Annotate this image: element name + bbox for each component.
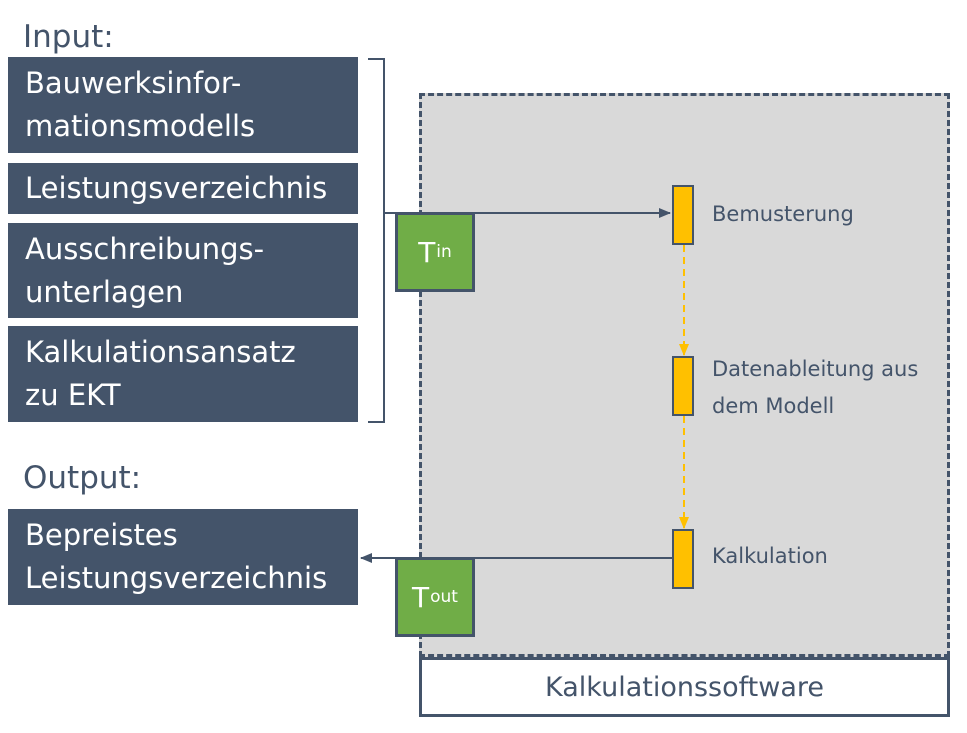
step-label-kalkulation-line1: Kalkulation: [712, 544, 828, 568]
input-box-leistungsverzeichnis-line1: Leistungsverzeichnis: [25, 171, 328, 205]
input-box-kalkulationsansatz-line2: zu EKT: [25, 378, 121, 412]
input-box-kalkulationsansatz-line1: Kalkulationsansatz: [25, 335, 296, 369]
output-box-bepreistes-lv: Bepreistes Leistungsverzeichnis: [8, 509, 358, 605]
input-box-ausschreibungsunterlagen: Ausschreibungs- unterlagen: [8, 223, 358, 318]
input-box-leistungsverzeichnis: Leistungsverzeichnis: [8, 163, 358, 214]
software-label: Kalkulationssoftware: [419, 657, 950, 717]
input-box-bim-line2: mationsmodells: [25, 109, 256, 143]
input-heading: Input:: [23, 19, 114, 55]
step-label-datenableitung: Datenableitung aus dem Modell: [712, 354, 918, 422]
input-brace: [368, 58, 385, 423]
output-box-line1: Bepreistes: [25, 518, 178, 552]
input-box-bim-line1: Bauwerksinfor-: [25, 66, 242, 100]
input-box-ausschreibungsunterlagen-line1: Ausschreibungs-: [25, 231, 265, 266]
step-marker-bemusterung: [672, 185, 694, 245]
output-heading: Output:: [23, 460, 142, 496]
step-label-bemusterung-line1: Bemusterung: [712, 202, 854, 226]
step-label-datenableitung-line1: Datenableitung aus: [712, 357, 919, 381]
input-box-bim: Bauwerksinfor- mationsmodells: [8, 57, 358, 153]
step-label-datenableitung-line2: dem Modell: [712, 394, 835, 418]
t-in-sub: in: [436, 242, 452, 262]
t-in-base: T: [418, 235, 436, 269]
t-out-sub: out: [430, 587, 458, 607]
input-box-ausschreibungsunterlagen-line2: unterlagen: [25, 274, 184, 309]
step-marker-kalkulation: [672, 529, 694, 589]
output-box-line2: Leistungsverzeichnis: [25, 561, 328, 595]
input-box-kalkulationsansatz: Kalkulationsansatz zu EKT: [8, 326, 358, 422]
step-label-kalkulation: Kalkulation: [712, 541, 828, 572]
step-label-bemusterung: Bemusterung: [712, 199, 854, 230]
step-marker-datenableitung: [672, 356, 694, 416]
t-out-base: T: [412, 580, 430, 614]
